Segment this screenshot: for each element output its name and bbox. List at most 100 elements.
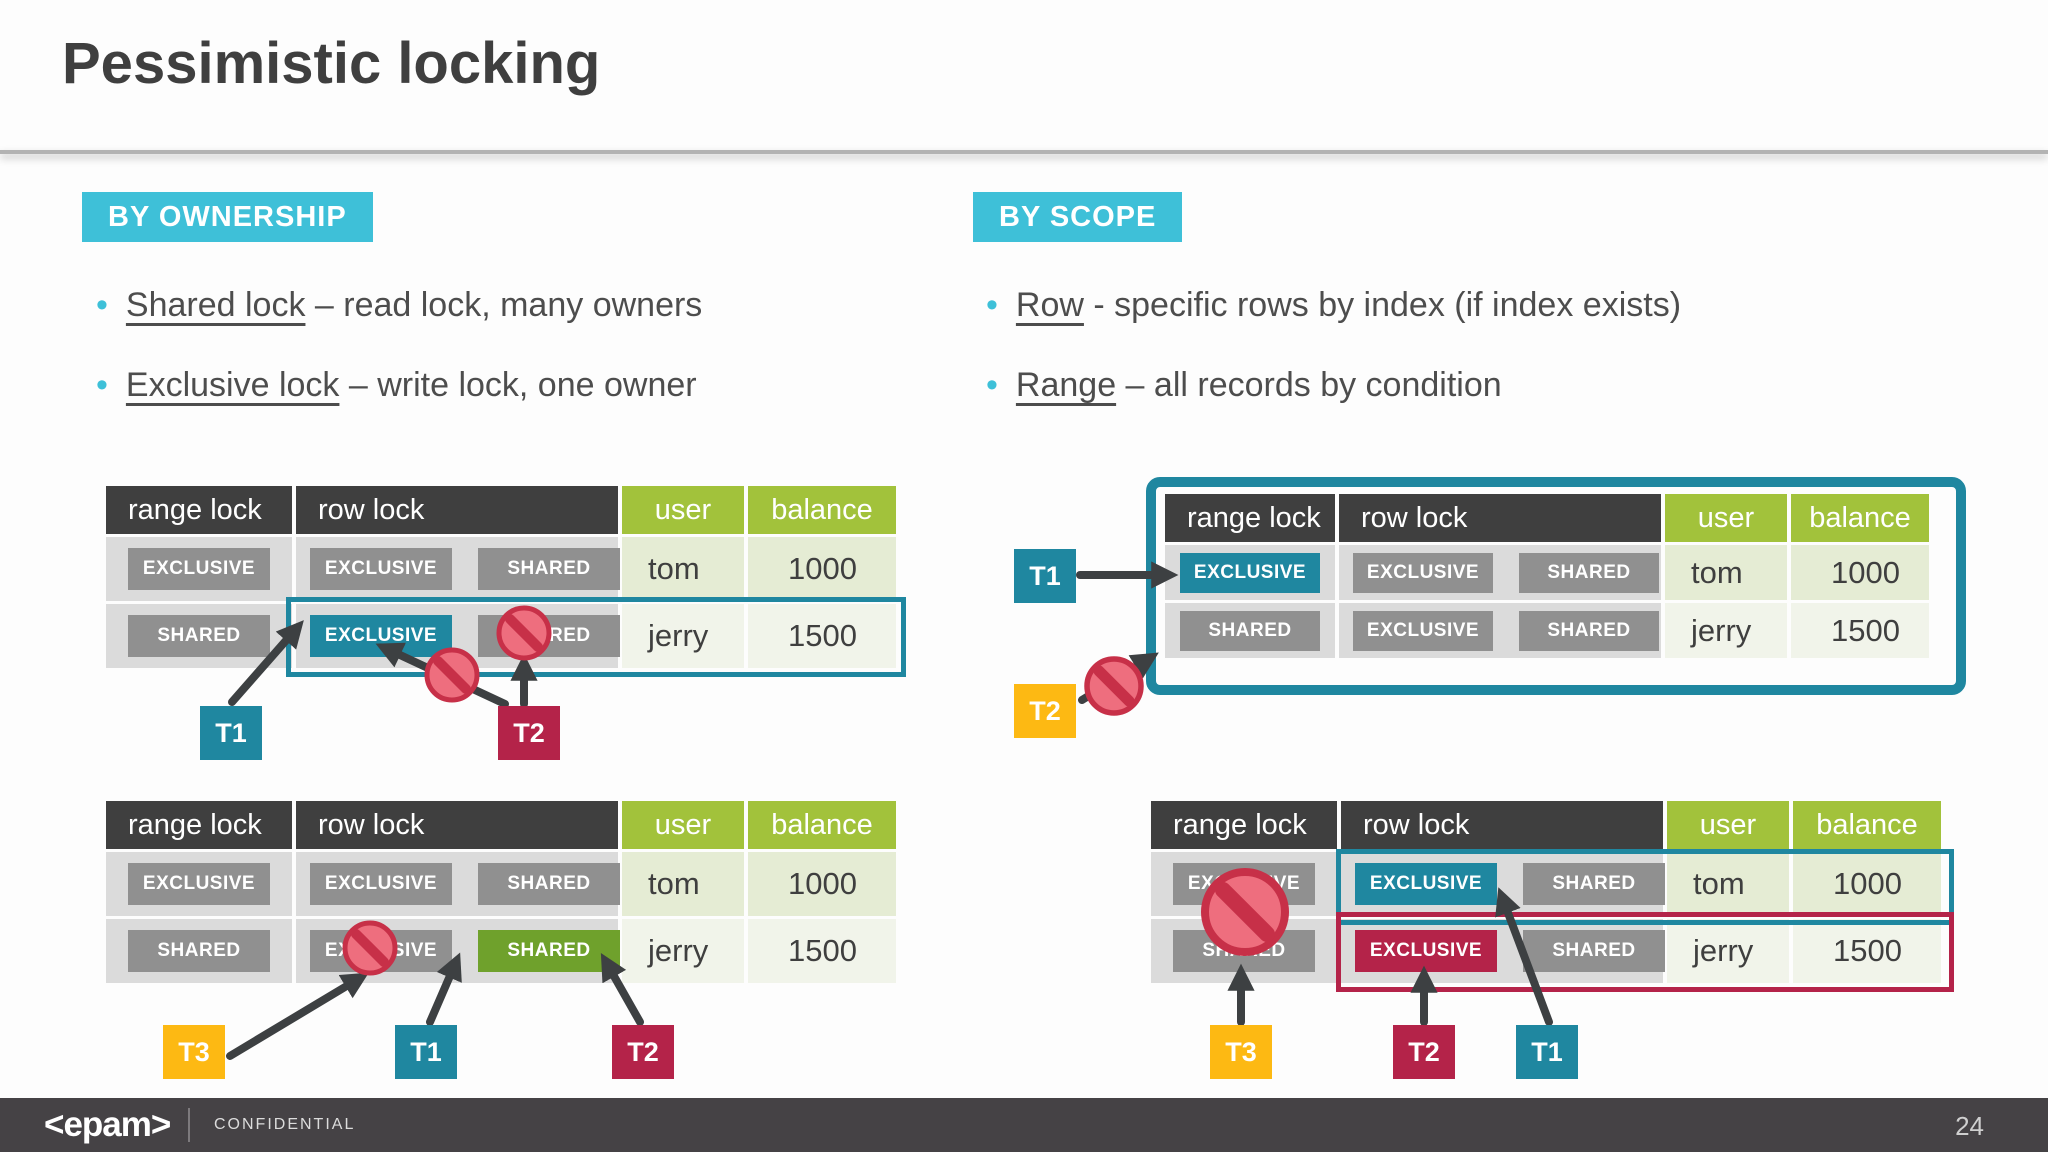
shared-lock-button: SHARED	[1180, 610, 1320, 651]
term-row: Row	[1015, 286, 1084, 324]
range-lock-cell: EXCLUSIVE	[106, 852, 292, 916]
user-cell: jerry	[622, 604, 744, 668]
col-header-balance: balance	[748, 801, 896, 849]
transaction-t3-label: T3	[163, 1025, 225, 1079]
col-header-balance: balance	[1791, 494, 1929, 542]
range-lock-cell: EXCLUSIVE	[106, 537, 292, 601]
balance-cell: 1000	[748, 537, 896, 601]
col-header-user: user	[622, 801, 744, 849]
no-entry-icon	[1084, 656, 1144, 716]
shared-lock-button: SHARED	[1523, 930, 1665, 972]
epam-logo: <epam>	[44, 1105, 171, 1144]
row-lock-cell: EXCLUSIVE SHARED	[1339, 545, 1661, 600]
bullet-range: Range – all records by condition	[986, 366, 1502, 405]
page-title: Pessimistic locking	[62, 31, 601, 96]
balance-cell: 1500	[748, 919, 896, 983]
col-header-user: user	[1667, 801, 1789, 849]
transaction-t2-label: T2	[1393, 1025, 1455, 1079]
transaction-t1-label: T1	[1014, 549, 1076, 603]
page-number: 24	[1955, 1111, 1984, 1141]
range-lock-cell-blocked: SHARED	[1151, 919, 1337, 983]
col-header-row-lock: row lock	[296, 801, 618, 849]
col-header-range-lock: range lock	[1151, 801, 1337, 849]
row-lock-cell: EXCLUSIVE SHARED	[1341, 852, 1665, 916]
transaction-t2-label: T2	[1014, 684, 1076, 738]
balance-cell: 1000	[748, 852, 896, 916]
balance-cell: 1500	[748, 604, 896, 668]
col-header-user: user	[622, 486, 744, 534]
range-lock-cell: SHARED	[106, 604, 292, 668]
shared-lock-button: SHARED	[1173, 930, 1315, 972]
col-header-row-lock: row lock	[1341, 801, 1663, 849]
table-scope-top: range lock row lock user balance EXCLUSI…	[1165, 494, 1929, 658]
col-header-range-lock: range lock	[106, 801, 292, 849]
desc-row: - specific rows by index (if index exist…	[1083, 286, 1682, 324]
exclusive-lock-button: EXCLUSIVE	[310, 548, 452, 590]
confidential-label: CONFIDENTIAL	[214, 1116, 356, 1133]
transaction-t1-label: T1	[200, 706, 262, 760]
arrow-t3-to-exclusive-blocked	[226, 972, 369, 1060]
row-lock-cell: EXCLUSIVE SHARED	[1341, 919, 1665, 983]
row-lock-cell: EXCLUSIVE SHARED	[1339, 603, 1661, 658]
bullet-exclusive-lock: Exclusive lock – write lock, one owner	[96, 366, 697, 405]
transaction-t1-label: T1	[1516, 1025, 1578, 1079]
term-range: Range	[1015, 366, 1117, 404]
user-cell: jerry	[1665, 603, 1787, 658]
footer-bar: <epam> CONFIDENTIAL 24	[0, 1098, 2048, 1152]
table-ownership-top: range lock row lock user balance EXCLUSI…	[106, 486, 896, 668]
shared-lock-button-held: SHARED	[478, 930, 620, 972]
col-header-balance: balance	[1793, 801, 1941, 849]
shared-lock-button: SHARED	[128, 615, 270, 657]
arrow-t2-to-table-blocked	[1078, 652, 1159, 704]
range-lock-cell: SHARED	[106, 919, 292, 983]
row-lock-cell: EXCLUSIVE SHARED	[296, 537, 620, 601]
shared-lock-button: SHARED	[1519, 552, 1659, 593]
user-cell: tom	[1667, 852, 1789, 916]
table-scope-bottom: range lock row lock user balance EXCLUSI…	[1151, 801, 1941, 983]
range-lock-cell: SHARED	[1165, 603, 1335, 658]
user-cell: tom	[1665, 545, 1787, 600]
shared-lock-button: SHARED	[478, 615, 620, 657]
range-lock-cell: EXCLUSIVE	[1165, 545, 1335, 600]
exclusive-lock-button-held: EXCLUSIVE	[1355, 930, 1497, 972]
row-lock-cell: EXCLUSIVE SHARED	[296, 919, 620, 983]
shared-lock-button: SHARED	[478, 548, 620, 590]
user-cell: tom	[622, 537, 744, 601]
balance-cell: 1500	[1791, 603, 1929, 658]
shared-lock-button: SHARED	[128, 930, 270, 972]
term-exclusive-lock: Exclusive lock	[125, 366, 340, 404]
exclusive-lock-button-blocked: EXCLUSIVE	[310, 930, 452, 972]
transaction-t2-label: T2	[612, 1025, 674, 1079]
exclusive-lock-button: EXCLUSIVE	[1353, 610, 1493, 651]
shared-lock-button: SHARED	[1523, 863, 1665, 905]
exclusive-lock-button: EXCLUSIVE	[1173, 863, 1315, 905]
exclusive-lock-button-held: EXCLUSIVE	[310, 615, 452, 657]
footer-divider	[188, 1108, 190, 1142]
balance-cell: 1500	[1793, 919, 1941, 983]
col-header-row-lock: row lock	[1339, 494, 1661, 542]
exclusive-lock-button: EXCLUSIVE	[310, 863, 452, 905]
desc-range: – all records by condition	[1116, 366, 1502, 404]
badge-by-ownership: BY OWNERSHIP	[82, 192, 373, 242]
user-cell: jerry	[622, 919, 744, 983]
header-divider	[0, 150, 2048, 154]
desc-exclusive-lock: – write lock, one owner	[339, 366, 697, 404]
badge-by-scope: BY SCOPE	[973, 192, 1183, 242]
bullet-shared-lock: Shared lock – read lock, many owners	[96, 286, 702, 325]
col-header-row-lock: row lock	[296, 486, 618, 534]
shared-lock-button: SHARED	[1519, 610, 1659, 651]
exclusive-lock-button: EXCLUSIVE	[128, 863, 270, 905]
term-shared-lock: Shared lock	[125, 286, 306, 324]
transaction-t1-label: T1	[395, 1025, 457, 1079]
col-header-range-lock: range lock	[106, 486, 292, 534]
balance-cell: 1000	[1791, 545, 1929, 600]
exclusive-lock-button-held: EXCLUSIVE	[1355, 863, 1497, 905]
exclusive-lock-button: EXCLUSIVE	[128, 548, 270, 590]
exclusive-lock-button: EXCLUSIVE	[1353, 552, 1493, 593]
balance-cell: 1000	[1793, 852, 1941, 916]
user-cell: tom	[622, 852, 744, 916]
exclusive-lock-button-held: EXCLUSIVE	[1180, 552, 1320, 593]
col-header-range-lock: range lock	[1165, 494, 1335, 542]
bullet-row: Row - specific rows by index (if index e…	[986, 286, 1681, 325]
col-header-user: user	[1665, 494, 1787, 542]
